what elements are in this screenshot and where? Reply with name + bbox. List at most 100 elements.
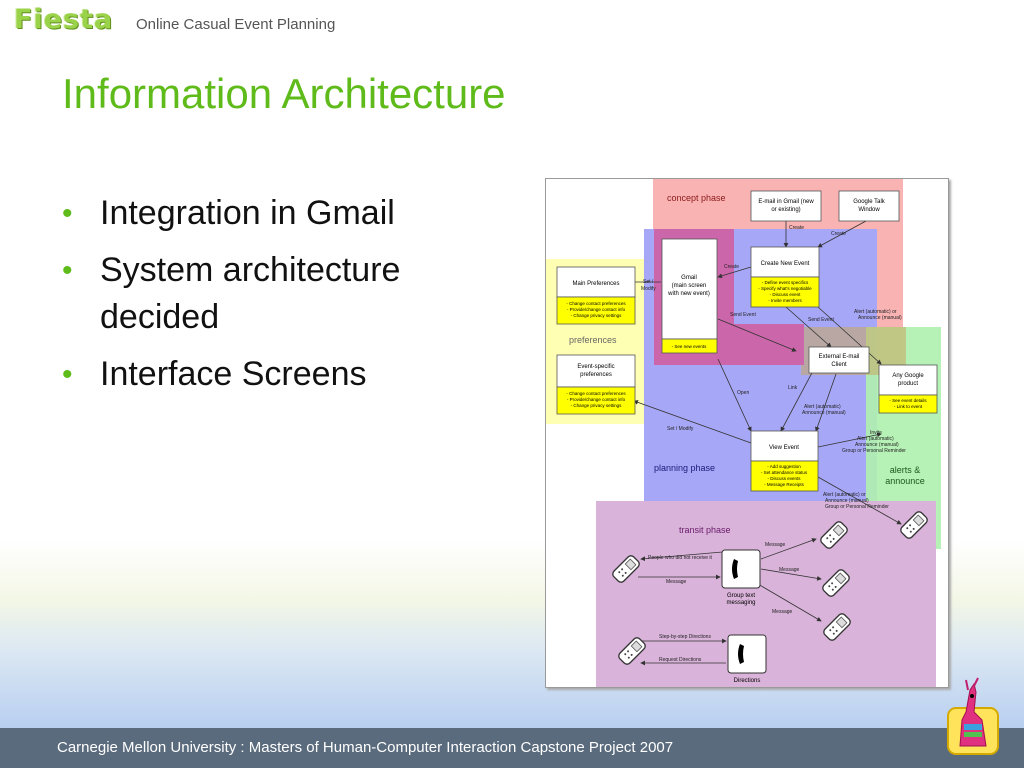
note-item: - Specify what's negotiable	[758, 286, 812, 291]
note-item: - Change contact preferences	[566, 301, 626, 306]
event-preferences-box	[556, 354, 636, 388]
alerts-label-2: announce	[885, 476, 925, 486]
phone-handset-icon	[732, 559, 738, 579]
box-title: Group text	[727, 593, 755, 599]
google-talk-box	[838, 190, 900, 222]
footer-bar	[0, 728, 1024, 768]
note-item: - Link to event	[894, 404, 923, 409]
box-title: Directions	[734, 678, 761, 684]
box-title: with new event)	[667, 291, 710, 297]
arrow-label-invite: Announce (manual)	[855, 442, 899, 448]
bullet-item: • Interface Screens	[60, 351, 480, 398]
note-item: - Discuss events	[767, 476, 801, 481]
planning-phase-label: planning phase	[654, 463, 715, 473]
note-item: - Set attendance status	[761, 470, 808, 475]
arrow-label-message: Message	[779, 567, 800, 573]
arrow-label-alert: Alert (automatic) or	[854, 309, 897, 315]
view-event-box	[750, 430, 819, 462]
bullet-item: • Integration in Gmail	[60, 190, 480, 237]
note-item: - See new events	[672, 344, 708, 349]
box-title: Event-specific	[577, 364, 614, 370]
bullet-dot-icon: •	[62, 197, 73, 230]
architecture-diagram: concept phase preferences planning phase…	[545, 178, 949, 688]
preferences-label: preferences	[569, 335, 617, 345]
arrow-label-alert: Alert (automatic)	[804, 404, 841, 410]
box-title: (main screen	[672, 283, 707, 289]
box-title: View Event	[769, 445, 799, 451]
bullet-dot-icon: •	[62, 358, 73, 391]
arrow-label-alert: Group or Personal Reminder	[825, 504, 889, 510]
slide-title: Information Architecture	[62, 70, 506, 117]
event-preferences-notes	[556, 386, 636, 415]
concept-phase-label: concept phase	[667, 193, 726, 203]
box-title: Any Google	[892, 373, 924, 379]
note-item: - Add suggestion	[767, 464, 801, 469]
arrow-label-alert: Announce (manual)	[802, 410, 846, 416]
box-title: Create New Event	[761, 261, 810, 267]
arrow-label-create: Create	[789, 225, 804, 231]
bullet-text: Integration in Gmail	[100, 194, 395, 232]
arrow-label-alert: Announce (manual)	[825, 498, 869, 504]
arrow-label-step-directions: Step-by-step Directions	[659, 634, 711, 640]
bullet-dot-icon: •	[62, 254, 73, 287]
external-email-client-box	[808, 346, 870, 374]
transit-phase-label: transit phase	[679, 525, 731, 535]
bullet-list: • Integration in Gmail • System architectu…	[60, 190, 480, 408]
box-title: or existing)	[771, 207, 800, 213]
email-in-gmail-box	[750, 190, 822, 222]
arrow-label-people: People who did not receive it	[648, 555, 713, 561]
footer-text: Carnegie Mellon University : Masters of …	[57, 739, 674, 756]
arrow-label-alert: Announce (manual)	[858, 315, 902, 321]
box-title: Client	[831, 362, 847, 368]
arrow-label-invite: Invite	[870, 430, 882, 436]
box-title: External E-mail	[819, 354, 860, 360]
note-item: - Change privacy settings	[571, 313, 623, 318]
group-text-box	[721, 549, 761, 589]
arrow-label-open: Open	[737, 390, 749, 396]
arrow-label-set-modify: Set / Modify	[667, 426, 694, 432]
any-google-product-notes	[878, 394, 938, 414]
arrow-label-create: Create	[831, 231, 846, 237]
note-item: - Change privacy settings	[571, 403, 623, 408]
box-title: E-mail in Gmail (new	[758, 199, 814, 205]
note-item: - Invite members	[768, 298, 802, 303]
box-title: Google Talk	[853, 199, 886, 205]
note-item: - See event details	[889, 398, 927, 403]
arrow-label-send-event: Send Event	[808, 317, 834, 323]
bullet-text: System architecture decided	[100, 251, 401, 336]
arrow-label-message: Message	[765, 542, 786, 548]
arrow-label-message: Message	[666, 579, 687, 585]
note-item: - Define event specifics	[762, 280, 809, 285]
note-item: - Provide/change contact info	[567, 397, 626, 402]
any-google-product-box	[878, 364, 938, 396]
bullet-text: Interface Screens	[100, 355, 367, 393]
gmail-box	[661, 238, 718, 340]
box-title: messaging	[726, 600, 755, 606]
note-item: - Message Receipts	[764, 482, 805, 487]
pinata-mascot-icon	[947, 677, 999, 755]
view-event-notes	[750, 460, 819, 492]
alerts-label-1: alerts &	[890, 465, 921, 475]
directions-box	[727, 634, 767, 674]
arrow-label-link: Link	[788, 385, 798, 391]
arrow-label-set-modify: Modify	[641, 286, 656, 292]
gmail-region-extension	[734, 324, 804, 365]
gmail-notes	[661, 338, 718, 354]
tagline: Online Casual Event Planning	[136, 16, 336, 33]
arrow-label-request-directions: Request Directions	[659, 657, 702, 663]
architecture-diagram-svg: concept phase preferences planning phase…	[546, 179, 941, 687]
box-title: preferences	[580, 372, 612, 378]
phone-handset-icon	[738, 644, 744, 664]
create-new-event-box	[750, 246, 820, 278]
arrow-label-send-event: Send Event	[730, 312, 756, 318]
arrow-label-create: Create	[724, 264, 739, 270]
note-item: - Change contact preferences	[566, 391, 626, 396]
box-title: Gmail	[681, 275, 697, 281]
note-item: - Provide/change contact info	[567, 307, 626, 312]
fiesta-logo: Fiesta	[14, 4, 114, 35]
box-title: product	[898, 381, 918, 387]
box-title: Main Preferences	[572, 281, 619, 287]
arrow-label-invite: Alert (automatic)	[857, 436, 894, 442]
arrow-label-set-modify: Set /	[643, 279, 654, 285]
bullet-item: • System architecture decided	[60, 247, 480, 341]
